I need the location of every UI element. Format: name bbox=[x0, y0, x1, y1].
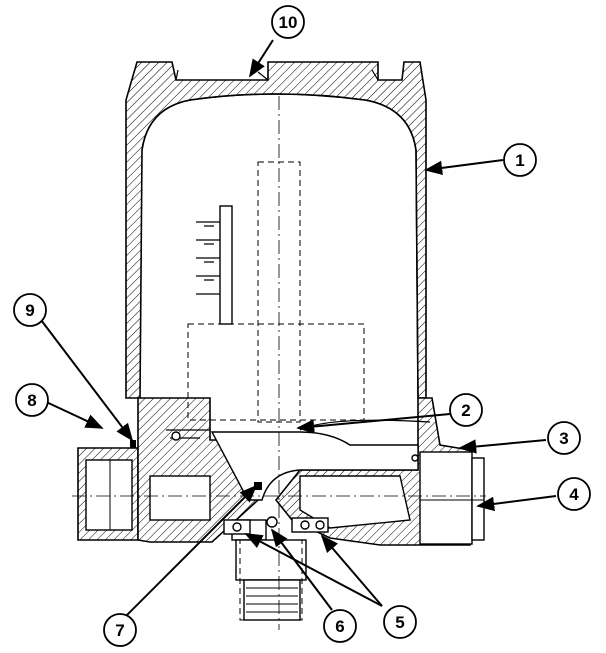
callout-2-label: 2 bbox=[461, 401, 470, 420]
callout-3: 3 bbox=[547, 421, 581, 455]
callout-1: 1 bbox=[503, 143, 537, 177]
callout-10-label: 10 bbox=[279, 13, 298, 32]
callout-10: 10 bbox=[271, 5, 305, 39]
callout-8-label: 8 bbox=[27, 391, 36, 410]
valve-body bbox=[77, 397, 485, 621]
callout-4: 4 bbox=[557, 477, 591, 511]
callout-2: 2 bbox=[449, 393, 483, 427]
terminal-block bbox=[196, 205, 233, 325]
housing-cover bbox=[125, 61, 427, 399]
callout-7: 7 bbox=[103, 613, 137, 647]
callout-3-label: 3 bbox=[559, 429, 568, 448]
callout-5-label: 5 bbox=[395, 613, 404, 632]
callout-8: 8 bbox=[15, 383, 49, 417]
callout-5: 5 bbox=[383, 605, 417, 639]
callout-7-label: 7 bbox=[115, 621, 124, 640]
callout-9: 9 bbox=[13, 293, 47, 327]
callout-6-label: 6 bbox=[335, 617, 344, 636]
callout-9-label: 9 bbox=[25, 301, 34, 320]
leader-lines bbox=[37, 39, 557, 617]
callout-6: 6 bbox=[323, 609, 357, 643]
callout-1-label: 1 bbox=[515, 151, 524, 170]
callout-4-label: 4 bbox=[569, 485, 579, 504]
